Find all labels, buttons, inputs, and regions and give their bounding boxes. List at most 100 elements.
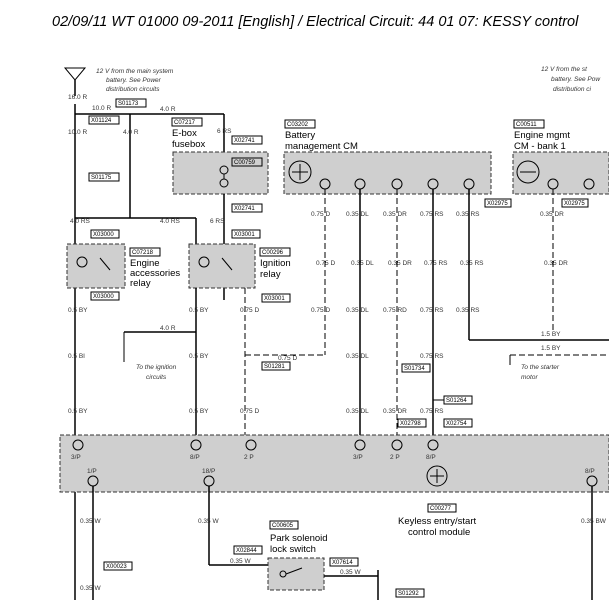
pin-label: 8/P bbox=[426, 454, 436, 461]
wire-label: 0.35 RS bbox=[456, 211, 480, 218]
eng-acc-relay-name: Engine bbox=[130, 258, 160, 269]
pin-label: 18/P bbox=[202, 468, 215, 475]
ref-label: X03001 bbox=[264, 296, 285, 302]
note-starter-1: To the starter bbox=[521, 364, 560, 371]
ebox-fusebox bbox=[172, 151, 269, 195]
ref-label: S01264 bbox=[446, 398, 467, 404]
wire-label: 0.35 BW bbox=[581, 518, 607, 525]
pin-label: 3/P bbox=[353, 454, 363, 461]
note-top-left-1: 12 V from the main system bbox=[96, 68, 174, 75]
wire-label: 1.5 BY bbox=[541, 331, 561, 338]
note-top-left-2: battery. See Power bbox=[106, 77, 162, 84]
wire-label: 0.5 BY bbox=[68, 408, 88, 415]
battery-management-cm bbox=[283, 151, 492, 195]
wire-label: 0.75 D bbox=[311, 211, 330, 218]
note-ignition-2: circuits bbox=[146, 374, 167, 381]
wire-label: 0.35 W bbox=[230, 558, 251, 565]
wire-label: 6 RS bbox=[210, 218, 225, 225]
wire-label: 0.35 DR bbox=[540, 211, 564, 218]
wire-label: 0.35 DL bbox=[346, 307, 369, 314]
wire-label: 16.0 R bbox=[68, 94, 87, 101]
park-switch-sub: lock switch bbox=[270, 544, 316, 555]
note-starter-2: motor bbox=[521, 374, 538, 381]
wire-label: 0.35 RS bbox=[456, 307, 480, 314]
wire-label: 0.75 RS bbox=[420, 353, 444, 360]
engine-mgmt-cm bbox=[512, 151, 609, 195]
ref-label: X03001 bbox=[234, 232, 255, 238]
wire-label: 0.35 RS bbox=[460, 260, 484, 267]
wire-label: 4.0 R bbox=[160, 106, 176, 113]
ref-label: X02798 bbox=[400, 421, 421, 427]
pin-label: 8/P bbox=[585, 468, 595, 475]
wire-label: 0.75 D bbox=[278, 355, 297, 362]
wire-label: 0.5 BI bbox=[68, 353, 85, 360]
ref-label: C07217 bbox=[174, 120, 196, 126]
wire-label: 0.75 RD bbox=[383, 307, 407, 314]
wire-label: 0.35 DR bbox=[383, 408, 407, 415]
ref-label: X02741 bbox=[234, 206, 255, 212]
ref-label: X07614 bbox=[332, 560, 353, 566]
wire-label: 10.0 R bbox=[92, 105, 111, 112]
wire-label: 0.75 D bbox=[240, 408, 259, 415]
note-top-right-1: 12 V from the st bbox=[541, 66, 588, 73]
keyless-name: Keyless entry/start bbox=[398, 516, 476, 527]
ignition-relay bbox=[188, 243, 256, 289]
pin-label: 1/P bbox=[87, 468, 97, 475]
wire-label: 4.0 RS bbox=[160, 218, 181, 225]
ref-label: C07218 bbox=[132, 250, 154, 256]
ref-label: C00277 bbox=[430, 506, 452, 512]
wire-label: 0.75 RS bbox=[420, 307, 444, 314]
engine-accessories-relay bbox=[66, 243, 126, 289]
keyless-sub: control module bbox=[408, 527, 470, 538]
engine-mgmt-sub: CM - bank 1 bbox=[514, 141, 566, 152]
power-source-symbol bbox=[63, 67, 87, 96]
note-top-left-3: distribution circuits bbox=[106, 86, 160, 93]
page-header: 02/09/11 WT 01000 09-2011 [English] / El… bbox=[52, 14, 579, 30]
pin-label: 2 P bbox=[244, 454, 254, 461]
ref-label: X00023 bbox=[106, 564, 127, 570]
eng-acc-relay-sub1: accessories bbox=[130, 268, 180, 279]
wire-label: 0.5 BY bbox=[189, 353, 209, 360]
keyless-entry-start-module bbox=[59, 434, 609, 493]
wire-label: 0.75 D bbox=[240, 307, 259, 314]
wire-label: 0.5 BY bbox=[189, 408, 209, 415]
ref-label: C03202 bbox=[287, 122, 309, 128]
ign-relay-name: Ignition bbox=[260, 258, 291, 269]
wire-label: 0.35 W bbox=[80, 518, 101, 525]
wire-label: 0.5 BY bbox=[189, 307, 209, 314]
ref-label: X03000 bbox=[93, 232, 114, 238]
ref-label: S01175 bbox=[91, 175, 112, 181]
battery-cm-name: Battery bbox=[285, 130, 315, 141]
battery-cm-sub: management CM bbox=[285, 141, 358, 152]
wire-label: 0.5 BY bbox=[68, 307, 88, 314]
pin-label: 2 P bbox=[390, 454, 400, 461]
wire-label: 0.35 DR bbox=[388, 260, 412, 267]
eng-acc-relay-sub2: relay bbox=[130, 278, 151, 289]
wire-label: 0.75 D bbox=[316, 260, 335, 267]
wire-label: 4.0 R bbox=[123, 129, 139, 136]
ref-label: S01292 bbox=[398, 591, 419, 597]
wire-label: 0.75 D bbox=[311, 307, 330, 314]
ref-label: C00605 bbox=[272, 523, 294, 529]
ref-label: X02741 bbox=[234, 138, 255, 144]
ign-relay-sub: relay bbox=[260, 269, 281, 280]
ref-label: X02975 bbox=[564, 201, 585, 207]
wire-label: 0.35 DL bbox=[346, 408, 369, 415]
ref-label: X02754 bbox=[446, 421, 467, 427]
ref-label: X02844 bbox=[236, 548, 257, 554]
wire-label: 4.0 RS bbox=[70, 218, 91, 225]
ref-label: X03000 bbox=[93, 294, 114, 300]
wire-label: 0.35 DL bbox=[346, 211, 369, 218]
park-solenoid-lock-switch bbox=[267, 557, 325, 591]
ebox-name: E-box bbox=[172, 128, 197, 139]
wire-label: 0.35 W bbox=[80, 585, 101, 592]
pin-label: 8/P bbox=[190, 454, 200, 461]
park-switch-name: Park solenoid bbox=[270, 533, 328, 544]
wire-label: 0.35 DL bbox=[346, 353, 369, 360]
wire-label: 0.35 DR bbox=[383, 211, 407, 218]
wire-label: 0.75 RS bbox=[420, 211, 444, 218]
ebox-sub: fusebox bbox=[172, 139, 206, 150]
wire-label: 0.35 DL bbox=[351, 260, 374, 267]
wire-label: 10.0 R bbox=[68, 129, 87, 136]
